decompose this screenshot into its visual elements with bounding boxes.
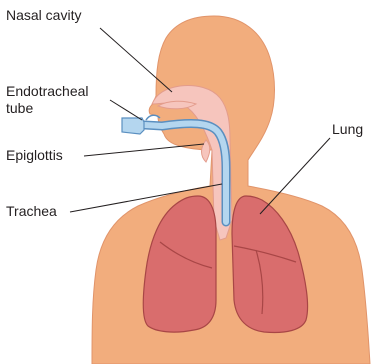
label-nasal-cavity: Nasal cavity <box>6 7 81 23</box>
endotracheal-leader <box>110 100 142 120</box>
tube-connector <box>122 118 144 134</box>
label-tube: tube <box>6 100 33 116</box>
label-endotracheal: Endotracheal <box>6 83 89 99</box>
label-trachea: Trachea <box>6 203 57 219</box>
epiglottis-leader <box>84 144 204 156</box>
label-lung: Lung <box>332 121 363 137</box>
label-epiglottis: Epiglottis <box>6 147 63 163</box>
